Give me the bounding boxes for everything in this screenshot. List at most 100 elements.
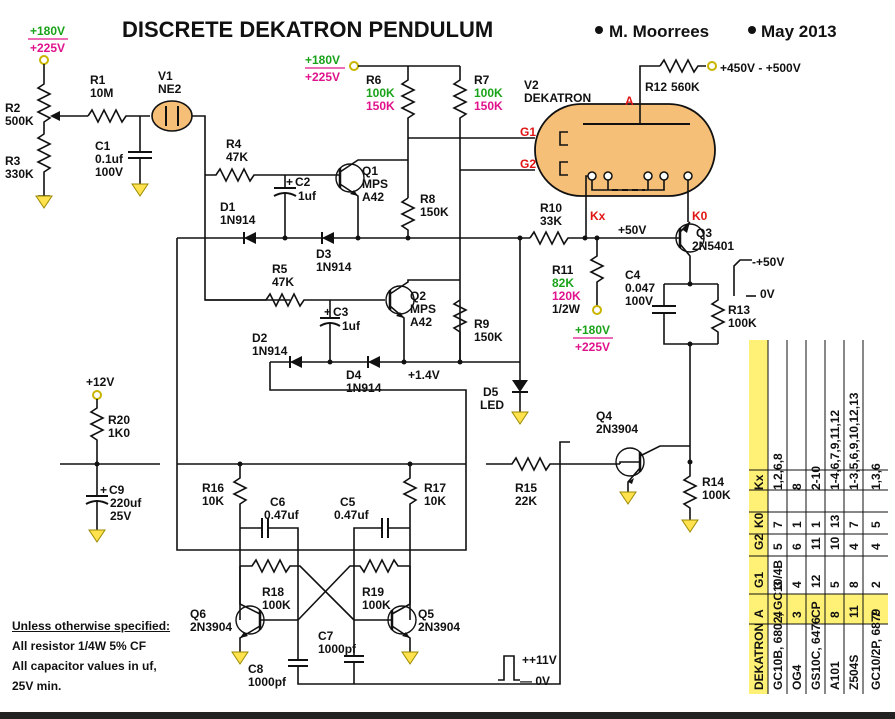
q3-pulse-lo: 0V (760, 287, 775, 301)
footnote-heading: Unless otherwise specified: (12, 619, 171, 633)
pinout-table (748, 338, 888, 694)
author: M. Moorrees (609, 22, 709, 41)
pin-k0: K0 (692, 209, 708, 223)
pin-kx: Kx (590, 209, 606, 223)
table-row-0-col-2: 3 (771, 581, 785, 588)
table-row-4-col-4: 7 (847, 521, 861, 528)
footnote-line1: All resistor 1/4W 5% CF (12, 639, 147, 653)
table-row-4-col-2: 8 (847, 581, 861, 588)
dekatron-tube (534, 103, 716, 197)
supply-225-r11: +225V (575, 340, 610, 354)
table-row-2-col-1: CP (809, 601, 823, 618)
table-row-2-col-2: 12 (809, 574, 823, 588)
table-row-5-col-1: 7 (869, 611, 883, 618)
table-row-3-col-4: 13 (828, 514, 842, 528)
title-bullet-1 (595, 26, 603, 34)
bottom-bar (0, 712, 895, 719)
table-header-g2: G2 (752, 534, 766, 550)
q3-pulse-hi: -+50V (752, 255, 784, 269)
table-header-kx: Kx (752, 474, 766, 490)
table-row-3-tube: A101 (828, 661, 842, 690)
supply-12v: +12V (86, 375, 114, 389)
node-50v: +50V (618, 223, 646, 237)
table-row-4-tube: Z504S (847, 655, 861, 690)
table-row-1-col-5: 8 (790, 483, 804, 490)
table-row-2-col-5: 2-10 (809, 466, 823, 490)
supply-180-left: +180V (30, 24, 65, 38)
node-1v4: +1.4V (408, 368, 440, 382)
table-row-2-tube: GS10C, 6476 (809, 617, 823, 690)
table-row-4-col-5: 1-3,5,6,9,10,12,13 (847, 392, 861, 490)
footnote-line3: 25V min. (12, 679, 62, 693)
table-header-g1: G1 (752, 572, 766, 588)
pin-g1: G1 (520, 125, 536, 139)
table-row-4-col-3: 4 (847, 543, 861, 550)
supply-180-mid: +180V (305, 53, 340, 67)
title: DISCRETE DEKATRON PENDULUM (122, 17, 493, 42)
supply-225-mid: +225V (305, 70, 340, 84)
pulse-lo: — 0V (520, 674, 550, 688)
table-row-3-col-5: 1-4,6,7,9,11,12 (828, 410, 842, 490)
table-row-1-col-4: 1 (790, 521, 804, 528)
table-row-5-col-3: 4 (869, 543, 883, 550)
table-row-0-col-1: 4 (771, 611, 785, 618)
table-row-5-col-2: 2 (869, 581, 883, 588)
footnote-line2: All capacitor values in uf, (12, 659, 157, 673)
table-row-0-col-5: 1,2,6,8 (771, 453, 785, 490)
footnote: Unless otherwise specified: All resistor… (12, 616, 170, 696)
pin-anode: A (625, 94, 634, 108)
table-row-2-col-3: 11 (809, 537, 823, 550)
table-row-2-col-4: 1 (809, 521, 823, 528)
table-row-1-tube: OG4 (790, 664, 804, 690)
table-row-3-col-3: 10 (828, 536, 842, 550)
table-row-4-col-1: 11 (847, 605, 861, 618)
date: May 2013 (761, 22, 837, 41)
table-row-1-col-2: 4 (790, 581, 804, 588)
table-row-1-col-3: 6 (790, 543, 804, 550)
table-row-5-col-5: 1,3,6 (869, 463, 883, 490)
supply-180-r11: +180V (575, 323, 610, 337)
table-row-0-tube: GC10B, 6802, GC10/4B (771, 560, 785, 690)
title-bullet-2 (748, 26, 756, 34)
table-row-0-col-3: 5 (771, 543, 785, 550)
